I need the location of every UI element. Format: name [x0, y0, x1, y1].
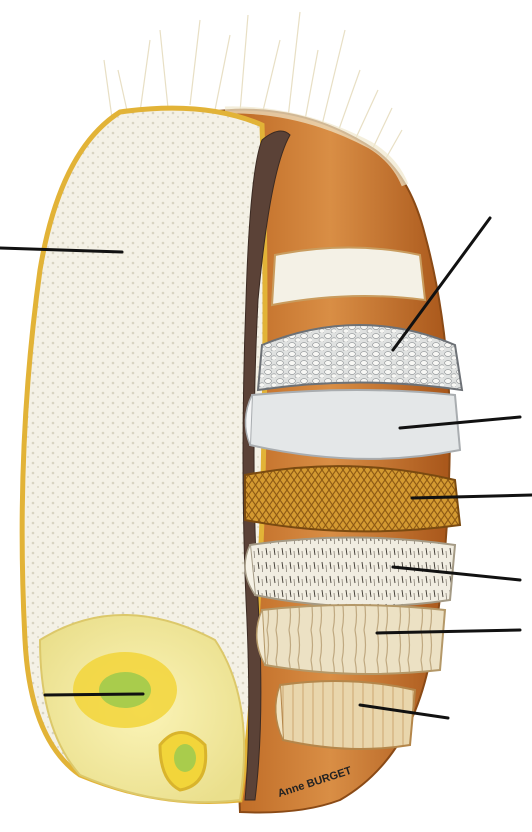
layer-band-top: [272, 248, 425, 306]
layer-tube-cells: [257, 605, 445, 674]
germ: [40, 615, 244, 802]
layer-epicarp: [276, 681, 415, 749]
leader-line-germ: [45, 694, 143, 695]
layer-cross-cells: [245, 538, 455, 607]
